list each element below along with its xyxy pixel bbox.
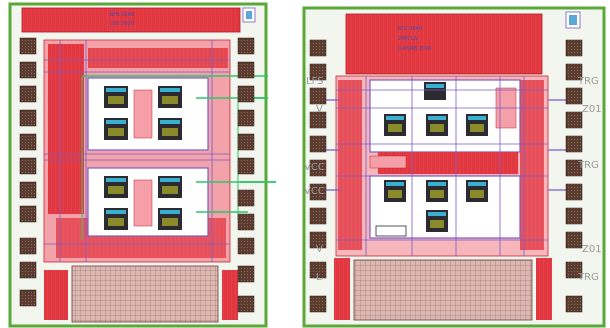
pin-label-z01-2: Z01 — [582, 244, 602, 255]
right-logic-cells-upper — [369, 79, 521, 153]
pin-label-vcc-1: VCC — [304, 162, 325, 173]
right-chip-title-line-1: BFC 2648 — [398, 26, 422, 32]
right-logic-cells-lower — [369, 175, 521, 239]
left-chip-title-line-1: BFB 2648 — [110, 12, 134, 18]
right-chip-layout: BFC 2648 ZBM LW 0.MSRB 2020 — [302, 6, 606, 328]
pin-label-trg-2: TRG — [577, 160, 599, 171]
left-chip-pads-left — [19, 37, 37, 307]
left-chip-pads-right — [237, 37, 255, 313]
pin-label-trg-3: TRG — [577, 272, 599, 283]
right-chip-title-line-2: ZBM LW — [398, 36, 418, 42]
left-chip-title-line-2: 200 2020 — [110, 21, 134, 27]
pin-label-lfs: LFS — [306, 76, 324, 87]
left-logic-cells-lower — [87, 167, 209, 237]
left-memory-array — [71, 265, 219, 323]
right-chip-pads-left — [309, 39, 327, 313]
left-chip-title-block — [21, 7, 241, 33]
right-chip-title-block — [345, 13, 543, 75]
pin-label-v-1: V — [316, 104, 323, 115]
right-chip-pin-labels: LFS V VCC VCC V L TRG Z01 TRG Z01 TRG — [304, 76, 602, 283]
right-chip-title-line-3: 0.MSRB 2020 — [398, 46, 431, 52]
pin-label-v-2: V — [316, 244, 323, 255]
right-memory-array — [353, 259, 533, 321]
pin-label-vcc-2: VCC — [304, 186, 325, 197]
pin-label-l: L — [316, 272, 322, 283]
left-logic-cells-upper — [87, 77, 209, 151]
right-routing — [324, 76, 566, 256]
pin-label-trg-1: TRG — [577, 76, 599, 87]
pin-label-z01-1: Z01 — [582, 104, 602, 115]
left-chip-layout: BFB 2648 200 2020 — [8, 2, 276, 328]
right-chip-pads-right — [565, 39, 583, 313]
